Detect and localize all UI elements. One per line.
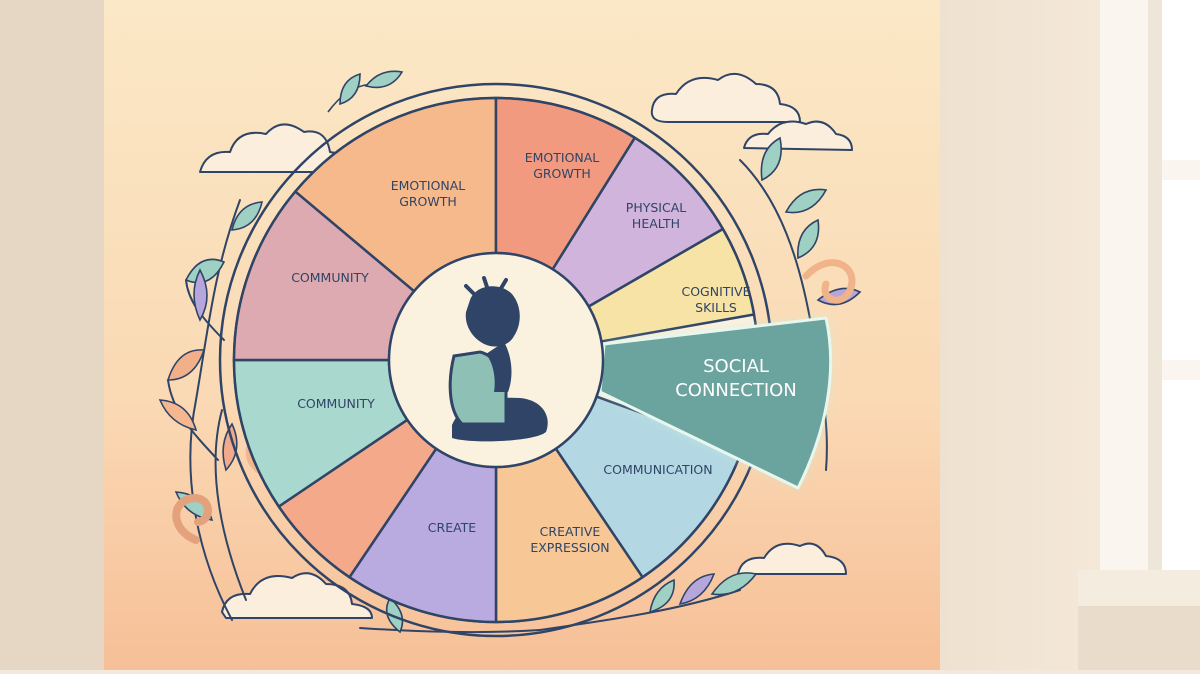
cloud-icon	[221, 572, 373, 619]
segment-label: HEALTH	[632, 216, 680, 231]
left-wall	[0, 0, 104, 670]
segment-label: PHYSICAL	[626, 200, 686, 215]
segment-label: COGNITIVE	[681, 284, 750, 299]
segment-label: EMOTIONAL	[525, 150, 600, 165]
cloud-icon	[743, 120, 853, 151]
segment-communication: COMMUNICATION	[554, 395, 744, 579]
segment-label: EMOTIONAL	[391, 178, 466, 193]
highlight-label: CONNECTION	[675, 380, 797, 401]
segment-label: COMMUNICATION	[603, 462, 712, 477]
swirl-icon	[172, 493, 212, 544]
segment-label: EXPRESSION	[530, 540, 609, 555]
wheel-segments: EMOTIONALGROWTHEMOTIONALGROWTHPHYSICALHE…	[232, 96, 756, 624]
segment-community-mauve: COMMUNITY	[232, 190, 416, 362]
child-thinking-icon	[448, 276, 548, 442]
cloud-icon	[650, 73, 801, 123]
segment-label: CREATIVE	[540, 524, 601, 539]
segment-label: GROWTH	[533, 166, 591, 181]
highlight-label: SOCIAL	[703, 356, 769, 377]
segment-label: SKILLS	[695, 300, 737, 315]
highlight-wedge	[598, 316, 833, 490]
segment-label: COMMUNITY	[291, 270, 369, 285]
segment-label: COMMUNITY	[297, 396, 375, 411]
highlighted-segment: SOCIAL CONNECTION	[598, 316, 833, 490]
cloud-icon	[737, 542, 847, 575]
swirl-icon	[802, 259, 856, 304]
leaf-vine-icon	[760, 136, 862, 306]
leaf-vine-icon	[327, 70, 404, 113]
leaf-vine-icon	[158, 201, 264, 521]
segment-label: CREATE	[428, 520, 477, 535]
window	[1078, 0, 1200, 670]
segment-label: GROWTH	[399, 194, 457, 209]
